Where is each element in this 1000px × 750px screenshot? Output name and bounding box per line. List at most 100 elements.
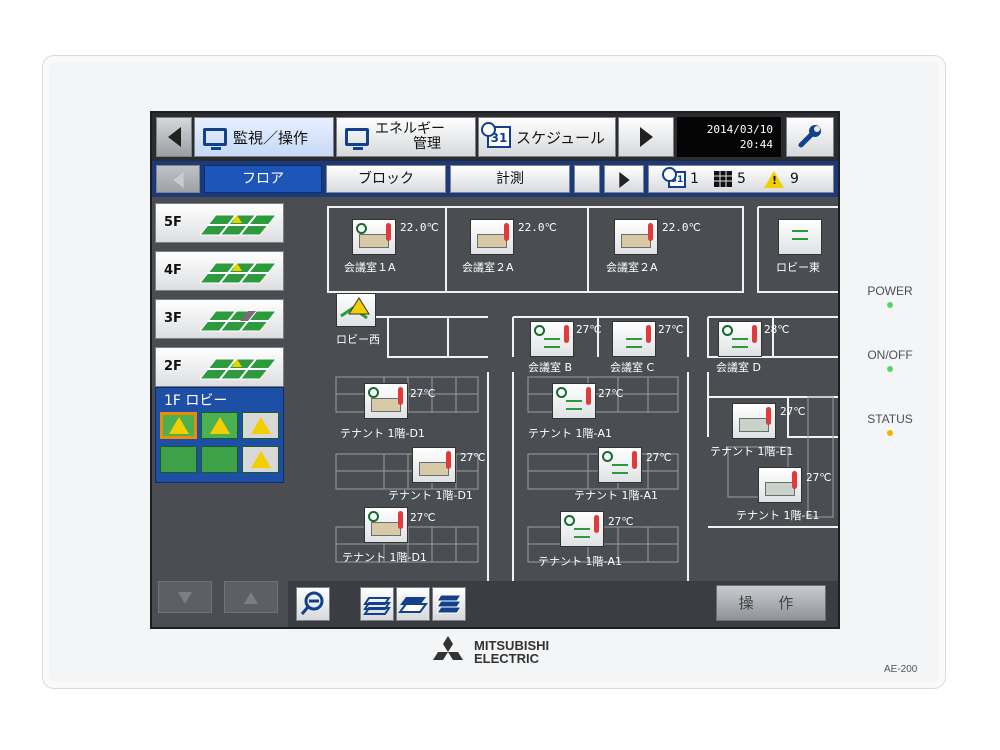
room-label: テナント 1階-A1	[574, 489, 658, 502]
grid-icon	[714, 171, 732, 187]
ac-unit-icon[interactable]	[614, 219, 658, 255]
monitor-operate-label: 監視／操作	[233, 128, 309, 147]
floor-block-cell[interactable]	[242, 446, 279, 473]
unit-temperature: 27℃	[410, 387, 436, 400]
arrow-left-icon	[167, 127, 181, 147]
ac-unit-icon[interactable]	[718, 321, 762, 357]
floor-block-cell[interactable]	[201, 412, 238, 439]
floor-selector-panel: 5F 4F 3F 2F	[152, 197, 288, 627]
floor-block-cell[interactable]	[160, 412, 197, 439]
ventilation-icon	[612, 464, 628, 474]
ventilation-icon	[732, 338, 748, 348]
menu-next-button[interactable]	[618, 117, 674, 157]
tab-next-button[interactable]	[604, 165, 644, 193]
menu-prev-button[interactable]	[156, 117, 192, 157]
floor-map-icon	[198, 310, 278, 332]
monitor-operate-tab[interactable]: 監視／操作	[194, 117, 334, 157]
layer-view-button-1[interactable]	[360, 587, 394, 621]
ac-unit-alarm-icon[interactable]	[336, 293, 376, 327]
energy-label-line2: 管理	[413, 136, 441, 152]
layer-view-button-2[interactable]	[396, 587, 430, 621]
settings-button[interactable]	[786, 117, 834, 157]
room-label: テナント 1階-A1	[528, 427, 612, 440]
ac-unit-icon[interactable]	[412, 447, 456, 483]
unit-temperature: 22.0℃	[662, 221, 701, 234]
warning-icon	[251, 417, 271, 434]
tab-block[interactable]: ブロック	[326, 165, 446, 193]
room-label: ロビー東	[776, 261, 820, 274]
schedule-count-value: 1	[690, 171, 699, 187]
top-menu-bar: 監視／操作 エネルギー 管理 31 スケジュール 2014/03/10 20:4…	[152, 113, 838, 161]
floor-button-1f-lobby[interactable]: 1F ロビー	[155, 387, 284, 483]
thermometer-icon	[398, 387, 403, 405]
room-label: 会議室 D	[716, 361, 761, 374]
magnifier-minus-icon	[300, 591, 324, 615]
zoom-out-button[interactable]	[296, 587, 330, 621]
energy-label-line1: エネルギー	[375, 121, 445, 137]
thermometer-icon	[564, 325, 569, 343]
thermometer-icon	[646, 325, 651, 343]
room-label: ロビー西	[336, 333, 380, 346]
layer-view-button-3[interactable]	[432, 587, 466, 621]
ac-unit-icon[interactable]	[778, 219, 822, 255]
indoor-unit-icon	[765, 482, 795, 496]
touch-screen: 監視／操作 エネルギー 管理 31 スケジュール 2014/03/10 20:4…	[150, 111, 840, 629]
ac-unit-icon[interactable]	[530, 321, 574, 357]
ac-unit-icon[interactable]	[352, 219, 396, 255]
ventilation-icon	[544, 338, 560, 348]
schedule-tab[interactable]: 31 スケジュール	[478, 117, 616, 157]
clock-icon	[368, 511, 379, 522]
indoor-unit-icon	[371, 522, 401, 536]
arrow-right-icon	[639, 127, 653, 147]
energy-management-tab[interactable]: エネルギー 管理	[336, 117, 476, 157]
tab-measure[interactable]: 計測	[450, 165, 570, 193]
room-label: 会議室 B	[528, 361, 573, 374]
floor-block-cell[interactable]	[160, 446, 197, 473]
clock-icon	[602, 451, 613, 462]
ac-unit-icon[interactable]	[598, 447, 642, 483]
floor-map-icon	[198, 214, 278, 236]
calendar-clock-icon: 31	[662, 166, 686, 188]
room-label: 会議室１A	[344, 261, 396, 274]
ac-unit-icon[interactable]	[552, 383, 596, 419]
indoor-unit-icon	[621, 234, 651, 248]
floor-button-2f[interactable]: 2F	[155, 347, 284, 387]
alarm-count: ! 9	[764, 165, 799, 193]
tab-floor[interactable]: フロア	[204, 165, 322, 193]
ac-unit-icon[interactable]	[758, 467, 802, 503]
indoor-unit-icon	[371, 398, 401, 412]
floor-block-cell[interactable]	[242, 412, 279, 439]
status-label: STATUS	[867, 412, 913, 426]
ventilation-icon	[566, 400, 582, 410]
clock-icon	[564, 515, 575, 526]
floor-label: 2F	[164, 359, 182, 374]
clock-icon	[722, 325, 733, 336]
indoor-unit-icon	[419, 462, 449, 476]
thermometer-icon	[648, 223, 653, 241]
clock-icon	[368, 387, 379, 398]
ac-unit-icon[interactable]	[732, 403, 776, 439]
tab-blank[interactable]	[574, 165, 600, 193]
floor-button-5f[interactable]: 5F	[155, 203, 284, 243]
floor-button-3f[interactable]: 3F	[155, 299, 284, 339]
ventilation-icon	[626, 338, 642, 348]
ac-unit-icon[interactable]	[612, 321, 656, 357]
thermometer-icon	[586, 387, 591, 405]
tab-prev-button[interactable]	[156, 165, 200, 193]
ac-unit-icon[interactable]	[364, 383, 408, 419]
floor-button-4f[interactable]: 4F	[155, 251, 284, 291]
floor-block-cell[interactable]	[201, 446, 238, 473]
scroll-up-button[interactable]	[224, 581, 278, 613]
ac-unit-icon[interactable]	[560, 511, 604, 547]
thermometer-icon	[594, 515, 599, 533]
scroll-down-button[interactable]	[158, 581, 212, 613]
power-label: POWER	[867, 284, 913, 298]
active-floor-label: 1F ロビー	[164, 393, 228, 409]
onoff-label: ON/OFF	[867, 348, 913, 362]
room-label: テナント 1階-E1	[736, 509, 820, 522]
led-amber-icon	[887, 430, 893, 436]
ac-unit-icon[interactable]	[364, 507, 408, 543]
layers-filled-icon	[436, 594, 462, 614]
operate-button[interactable]: 操 作	[716, 585, 826, 621]
ac-unit-icon[interactable]	[470, 219, 514, 255]
